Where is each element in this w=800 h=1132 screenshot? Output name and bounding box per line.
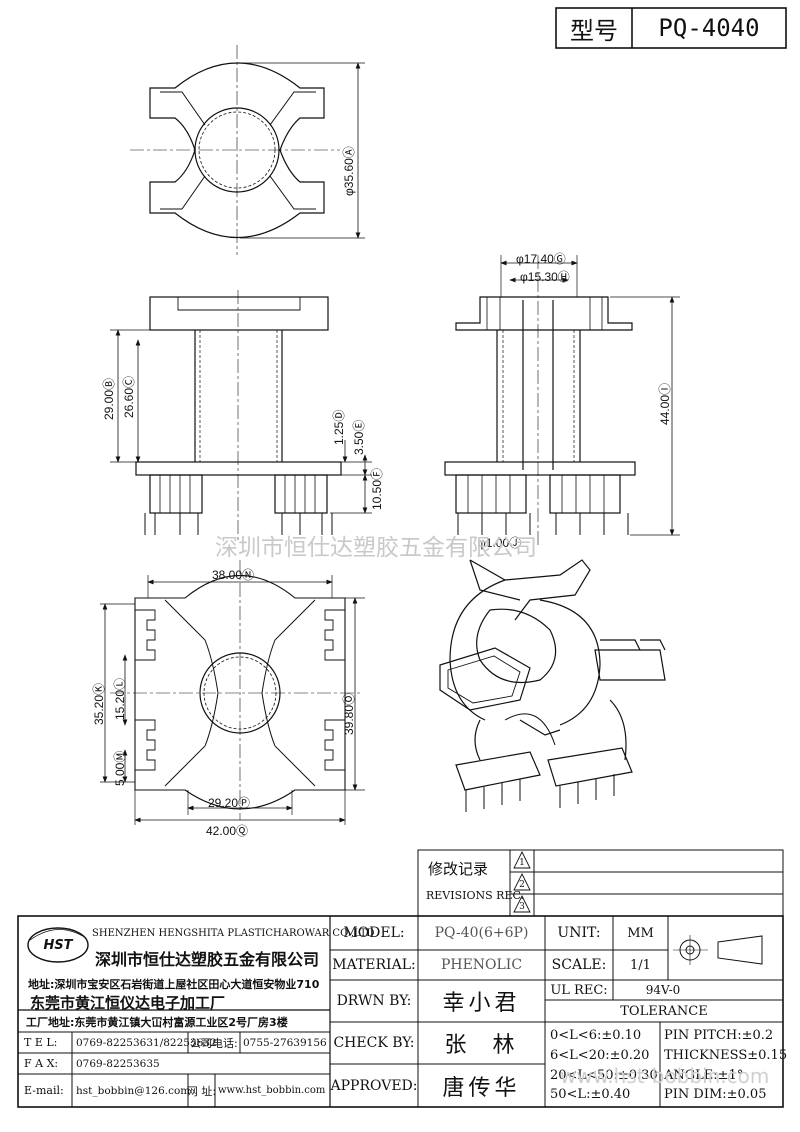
- tolerance-label: TOLERANCE: [620, 1003, 708, 1019]
- revisions-title-cn: 修改记录: [428, 860, 489, 878]
- watermark-url: www.hst-bobbin.com: [560, 1064, 770, 1088]
- scale-label: SCALE:: [551, 957, 607, 973]
- tolerance-3: 20<L<50:±0.30: [550, 1068, 658, 1083]
- dim-e: 3.50Ⓔ: [352, 419, 366, 455]
- tolerance-4: 50<L:±0.40: [550, 1087, 631, 1102]
- dim-k: 35.20Ⓚ: [92, 682, 106, 725]
- header-label: 型号: [570, 16, 618, 45]
- approved-label: APPROVED:: [330, 1077, 418, 1094]
- fax-value: 0769-82253635: [76, 1057, 160, 1070]
- material-label: MATERIAL:: [332, 957, 416, 973]
- email-label: E-mail:: [24, 1084, 64, 1097]
- revision-number-3: 3: [519, 902, 525, 912]
- drawn-value: 幸小君: [442, 991, 521, 1016]
- company-address: 地址:深圳市宝安区石岩街道上屋社区田心大道恒安物业710: [28, 978, 320, 991]
- title-block: [17, 849, 784, 1108]
- dim-l: 15.20Ⓛ: [113, 677, 127, 720]
- check-label: CHECK BY:: [333, 1035, 415, 1051]
- top-view: [130, 45, 365, 255]
- bottom-view: [100, 560, 365, 825]
- material-value: PHENOLIC: [440, 957, 523, 973]
- phone-value: 0755-27639156: [243, 1036, 327, 1049]
- company-logo: HST: [43, 937, 73, 953]
- pin-dim: PIN DIM:±0.05: [664, 1087, 767, 1102]
- tolerance-1: 0<L<6:±0.10: [550, 1028, 642, 1043]
- revisions-title-en: REVISIONS REC.: [426, 889, 524, 902]
- factory-name: 东莞市黄江恒仪达电子加工厂: [30, 994, 226, 1012]
- dim-f: 10.50Ⓕ: [370, 467, 384, 510]
- front-view: [110, 290, 372, 540]
- dim-h: φ15.30Ⓗ: [520, 270, 570, 284]
- isometric-view: [439, 559, 666, 812]
- web-value: www.hst_bobbin.com: [218, 1085, 326, 1096]
- model-value: PQ-40(6+6P): [434, 925, 529, 941]
- fax-label: F A X:: [24, 1057, 59, 1070]
- dim-i: 44.00Ⓘ: [658, 382, 672, 425]
- header-box: [555, 7, 787, 49]
- model-label: MODEL:: [343, 925, 405, 941]
- side-view: [444, 255, 680, 545]
- check-value: 张 林: [444, 1033, 519, 1058]
- company-name-cn: 深圳市恒仕达塑胶五金有限公司: [95, 950, 320, 969]
- dim-j: φ1.00Ⓙ: [478, 536, 522, 550]
- dim-b: 29.00Ⓑ: [102, 377, 116, 420]
- revision-number-1: 1: [519, 858, 525, 868]
- ul-label: UL REC:: [550, 982, 608, 998]
- dim-a: φ35.60Ⓐ: [342, 146, 356, 196]
- unit-value: MM: [627, 925, 654, 941]
- tel-value: 0769-82253631/82253632: [76, 1036, 217, 1049]
- unit-label: UNIT:: [557, 925, 601, 941]
- thickness: THICKNESS±0.15: [664, 1048, 788, 1063]
- dim-g: φ17.40Ⓖ: [516, 252, 566, 266]
- watermark-company: 深圳市恒仕达塑胶五金有限公司: [215, 535, 537, 561]
- tel-label: T E L:: [24, 1036, 58, 1049]
- company-name-en: SHENZHEN HENGSHITA PLASTICHAROWAR CO.,LT…: [92, 928, 375, 939]
- ul-value: 94V-0: [645, 983, 681, 997]
- tolerance-2: 6<L<20:±0.20: [550, 1048, 650, 1063]
- pin-pitch: PIN PITCH:±0.2: [664, 1028, 774, 1043]
- model-number: PQ-4040: [658, 14, 760, 42]
- web-label: 网 址:: [186, 1084, 217, 1098]
- dim-q: 42.00Ⓠ: [206, 824, 249, 838]
- dim-n: 38.00Ⓝ: [212, 568, 255, 582]
- dim-p: 29.20Ⓟ: [208, 796, 251, 810]
- approved-value: 唐传华: [442, 1075, 521, 1101]
- dim-m: 5.00Ⓜ: [113, 750, 127, 786]
- dim-d: 1.25Ⓓ: [332, 409, 346, 445]
- dim-c: 26.60Ⓒ: [122, 375, 136, 418]
- dim-o: 39.80Ⓞ: [342, 692, 356, 735]
- angle: ANGLE:±1°: [664, 1068, 744, 1083]
- scale-value: 1/1: [630, 957, 651, 973]
- phone-label: 公司电话:: [190, 1036, 238, 1050]
- email-value: hst_bobbin@126.com: [76, 1084, 191, 1097]
- drawn-label: DRWN BY:: [336, 993, 412, 1009]
- revision-number-2: 2: [519, 880, 525, 890]
- factory-address: 工厂地址:东莞市黄江镇大冚村富源工业区2号厂房3楼: [26, 1016, 288, 1029]
